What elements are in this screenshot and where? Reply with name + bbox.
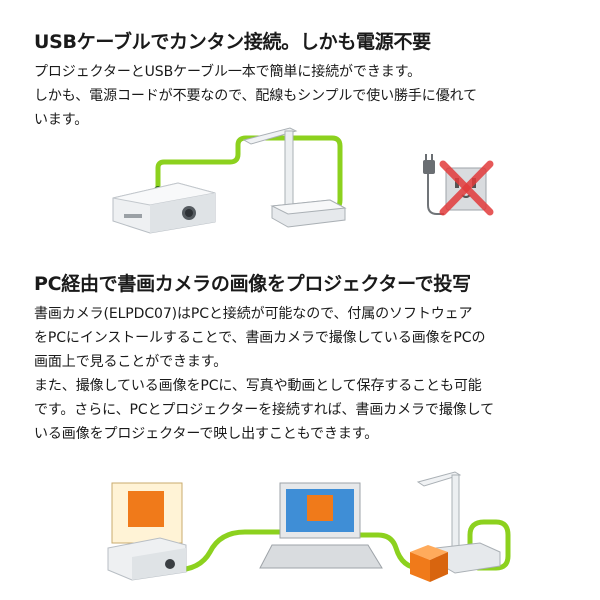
pc-projection-heading: PC経由で書画カメラの画像をプロジェクターで投写 (34, 273, 471, 295)
document-camera-icon (242, 127, 347, 228)
usb-connection-line-2: しかも、電源コードが不要なので、配線もシンプルで使い勝手に優れて (34, 88, 477, 104)
no-power-cord-icon (423, 154, 494, 216)
orange-cube-icon (410, 545, 448, 582)
laptop-icon (259, 482, 383, 569)
pc-projection-line-1: 書画カメラ(ELPDC07)はPCと接続が可能なので、付属のソフトウェア (34, 306, 473, 322)
pc-projection-line-4: また、撮像している画像をPCに、写真や動画として保存することも可能 (34, 378, 482, 394)
usb-connection-section: USBケーブルでカンタン接続。しかも電源不要 プロジェクターとUSBケーブル一本… (34, 28, 576, 132)
usb-connection-line-1: プロジェクターとUSBケーブル一本で簡単に接続ができます。 (34, 64, 422, 80)
usb-connection-line-3: います。 (34, 112, 89, 128)
projected-screen-icon (111, 482, 183, 544)
usb-connection-heading: USBケーブルでカンタン接続。しかも電源不要 (34, 31, 431, 53)
document-camera-icon (416, 471, 501, 574)
pc-to-projector-cable (172, 529, 293, 573)
pc-projection-line-5: です。さらに、PCとプロジェクターを接続すれば、書画カメラで撮像して (34, 402, 495, 418)
pc-projection-line-3: 画面上で見ることができます。 (34, 354, 228, 370)
projector-icon (107, 537, 187, 581)
pc-projection-section: PC経由で書画カメラの画像をプロジェクターで投写 書画カメラ(ELPDC07)は… (34, 270, 576, 446)
usb-cable (155, 135, 343, 213)
projector-icon (112, 182, 216, 234)
pc-projection-line-6: いる画像をプロジェクターで映し出すこともできます。 (34, 426, 379, 442)
pc-projection-line-2: をPCにインストールすることで、書画カメラで撮像している画像をPCの (34, 330, 486, 346)
